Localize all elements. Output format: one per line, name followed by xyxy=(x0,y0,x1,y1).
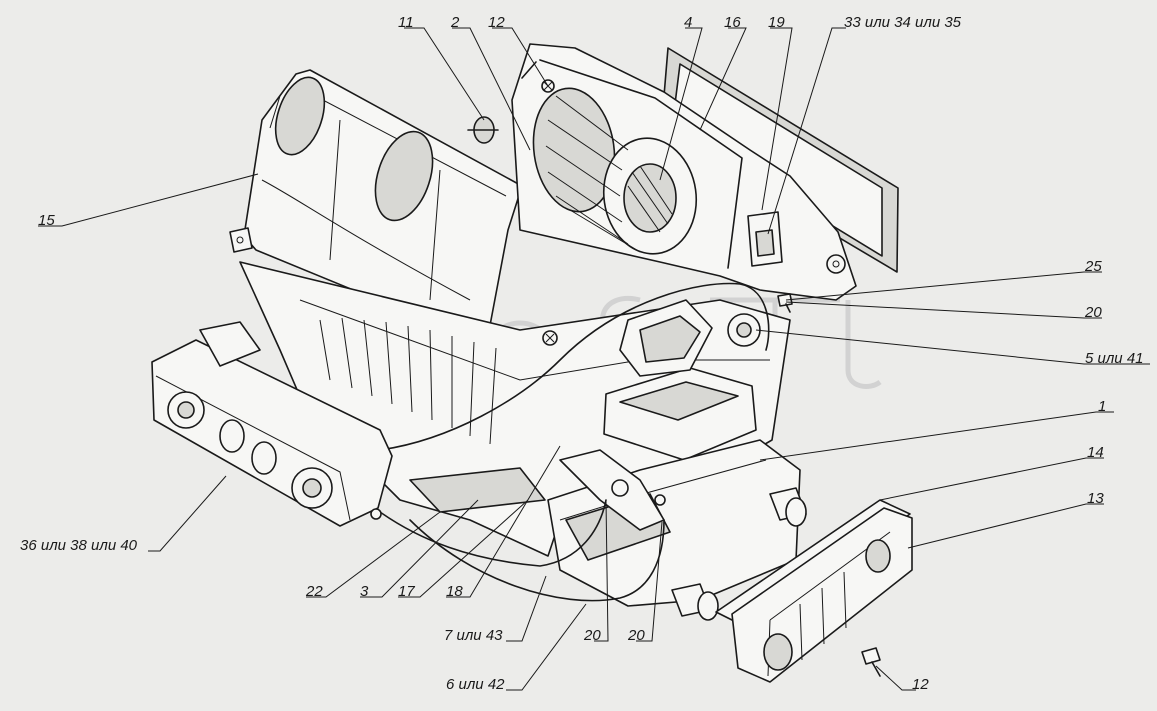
control-panel xyxy=(151,321,393,527)
callout-25: 25 xyxy=(1084,258,1102,275)
callout-5-41: 5 или 41 xyxy=(1085,350,1144,367)
callout-6-42: 6 или 42 xyxy=(446,676,505,693)
motor-grommet xyxy=(467,116,499,144)
callout-17: 17 xyxy=(398,583,415,600)
callout-14: 14 xyxy=(1087,444,1104,461)
control-cables xyxy=(379,282,770,602)
callout-20-bottom-left: 20 xyxy=(583,627,601,644)
callout-12-bottom: 12 xyxy=(912,676,929,693)
callout-15: 15 xyxy=(38,212,55,229)
callout-7-43: 7 или 43 xyxy=(444,627,503,644)
callout-22: 22 xyxy=(305,583,323,600)
callout-1: 1 xyxy=(1098,398,1106,415)
callout-20-bottom-right: 20 xyxy=(627,627,645,644)
callout-33-34-35: 33 или 34 или 35 xyxy=(844,14,962,31)
blower-fan-wheel xyxy=(532,87,698,255)
heater-body xyxy=(239,261,807,621)
callout-3: 3 xyxy=(360,583,369,600)
callout-36-38-40: 36 или 38 или 40 xyxy=(20,537,138,554)
callout-13: 13 xyxy=(1087,490,1104,507)
callout-18: 18 xyxy=(446,583,463,600)
callout-4: 4 xyxy=(684,14,692,31)
callout-labels: 11 2 12 4 16 19 33 или 34 или 35 15 25 2… xyxy=(20,14,1144,693)
heater-cover xyxy=(229,69,523,339)
callout-16: 16 xyxy=(724,14,741,31)
callout-19: 19 xyxy=(768,14,785,31)
callout-20-right: 20 xyxy=(1084,304,1102,321)
callout-11: 11 xyxy=(398,14,414,31)
outlet-grille xyxy=(731,507,913,683)
callout-2: 2 xyxy=(450,14,460,31)
screw-12 xyxy=(861,647,881,677)
callout-12-top: 12 xyxy=(488,14,505,31)
screw-20 xyxy=(777,293,793,313)
leader-lines xyxy=(38,27,1150,691)
blower-housing xyxy=(511,43,857,301)
